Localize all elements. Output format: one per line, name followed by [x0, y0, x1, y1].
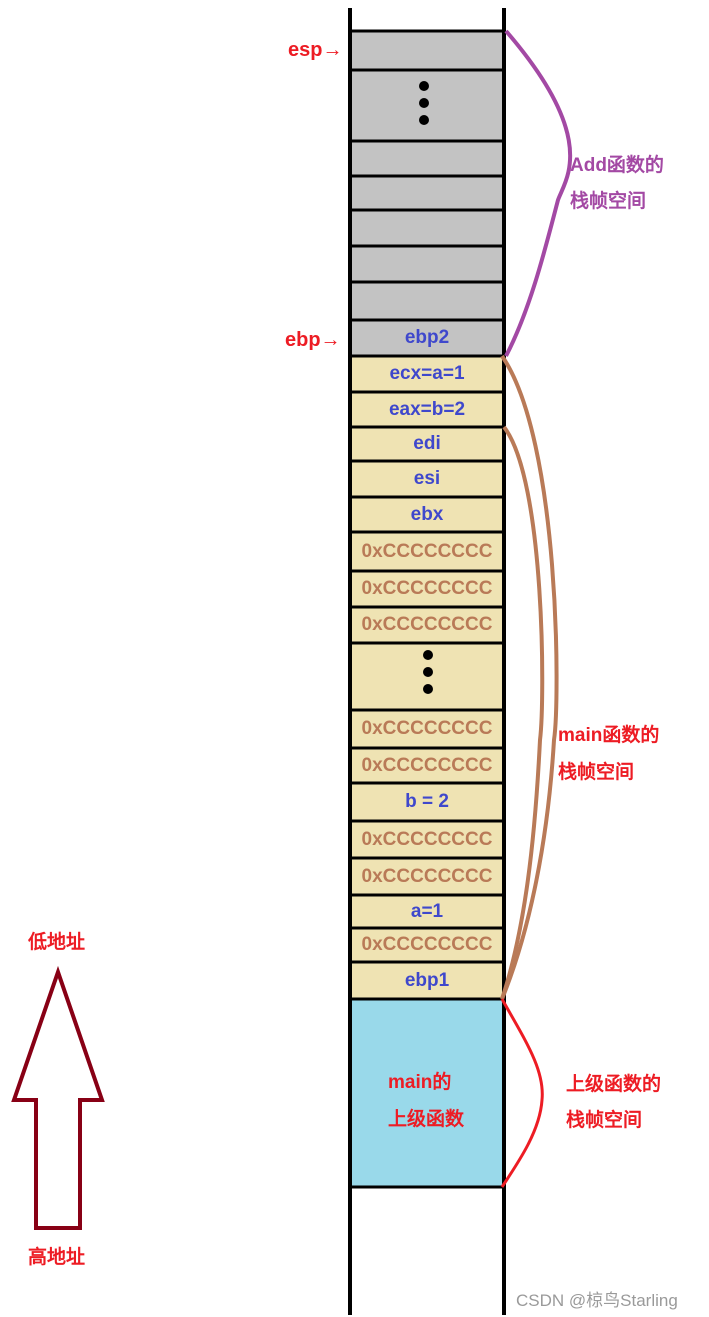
main-frame-brace-inner: [500, 425, 545, 1000]
stack-cell-label: 0xCCCCCCCC: [361, 718, 493, 739]
caller-frame-brace: [500, 998, 544, 1188]
ebp-pointer-label: ebp→: [285, 329, 341, 351]
esp-pointer-label: esp→: [288, 39, 343, 61]
caller-frame-fill: [350, 999, 504, 1187]
add-frame-label-line2: 栈帧空间: [570, 191, 647, 212]
stack-cell-label: 0xCCCCCCCC: [361, 866, 493, 887]
cell-dividers: [348, 29, 506, 1189]
add-frame-brace: [504, 29, 573, 357]
stack-cell-label: ebp2: [404, 327, 450, 348]
stack-cell-label: eax=b=2: [388, 399, 466, 420]
ellipsis-dots-add: [419, 81, 429, 125]
caller-frame-label-line1: 上级函数的: [566, 1074, 662, 1095]
low-address-label: 低地址: [28, 932, 86, 953]
high-address-label: 高地址: [28, 1247, 86, 1268]
ellipsis-dots-main: [423, 650, 433, 694]
caller-block-line2: 上级函数: [388, 1109, 465, 1130]
stack-cell-label: ebp1: [404, 970, 450, 991]
stack-cell-label: 0xCCCCCCCC: [361, 829, 493, 850]
stack-cell-label: 0xCCCCCCCC: [361, 755, 493, 776]
stack-cell-label: 0xCCCCCCCC: [361, 578, 493, 599]
stack-cell-label: ebx: [410, 504, 444, 525]
stack-cell-label: edi: [413, 433, 441, 454]
main-frame-fill: [350, 356, 504, 999]
stack-cell-label: ecx=a=1: [389, 363, 465, 384]
main-frame-label-line1: main函数的: [558, 725, 660, 746]
stack-cell-label: esi: [413, 468, 441, 489]
stack-cell-label: b = 2: [405, 791, 449, 812]
add-frame-label-line1: Add函数的: [570, 155, 664, 176]
csdn-watermark: CSDN @椋鸟Starling: [516, 1291, 678, 1310]
stack-cell-label: a=1: [410, 901, 444, 922]
add-frame-fill: [350, 31, 504, 356]
stack-cell-label: 0xCCCCCCCC: [361, 934, 493, 955]
stack-cell-label: 0xCCCCCCCC: [361, 541, 493, 562]
caller-block-line1: main的: [388, 1072, 452, 1093]
stack-cell-label: 0xCCCCCCCC: [361, 614, 493, 635]
main-frame-brace-outer: [500, 354, 559, 1000]
address-direction-arrow: [11, 965, 105, 1230]
caller-frame-label-line2: 栈帧空间: [566, 1110, 643, 1131]
main-frame-label-line2: 栈帧空间: [558, 762, 635, 783]
